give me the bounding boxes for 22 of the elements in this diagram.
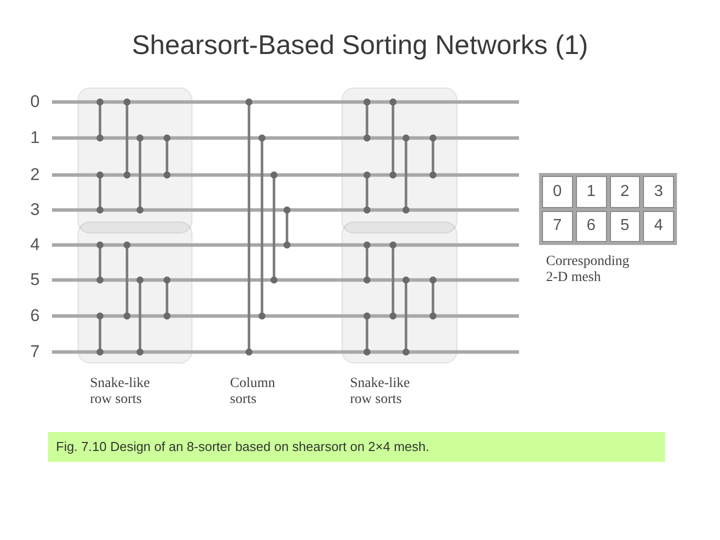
mesh-caption: Corresponding 2-D mesh: [546, 254, 630, 286]
mesh-node: 5: [610, 210, 640, 242]
wire-number: 7: [29, 342, 41, 362]
mesh-node: 4: [643, 210, 674, 242]
figure-caption: Fig. 7.10 Design of an 8-sorter based on shearsort on 2×4 mesh.: [48, 432, 665, 462]
wire-number: 5: [29, 270, 41, 290]
wire-number: 0: [29, 92, 41, 112]
wire-number: 6: [29, 306, 41, 326]
wire-number: 1: [29, 128, 41, 148]
phase-label: Snake-like row sorts: [90, 376, 151, 408]
wire-number: 4: [29, 235, 41, 255]
mesh-node: 3: [643, 176, 674, 208]
phase-label: Column sorts: [230, 376, 276, 408]
mesh-node: 6: [576, 210, 606, 242]
wire-number: 3: [29, 200, 41, 220]
wire-number: 2: [29, 165, 41, 185]
phase-label: Snake-like row sorts: [350, 376, 411, 408]
mesh-node: 1: [576, 176, 606, 208]
mesh-node: 2: [610, 176, 640, 208]
mesh-node: 7: [542, 210, 573, 242]
title: Shearsort-Based Sorting Networks (1): [130, 30, 590, 61]
mesh-node: 0: [542, 176, 573, 208]
